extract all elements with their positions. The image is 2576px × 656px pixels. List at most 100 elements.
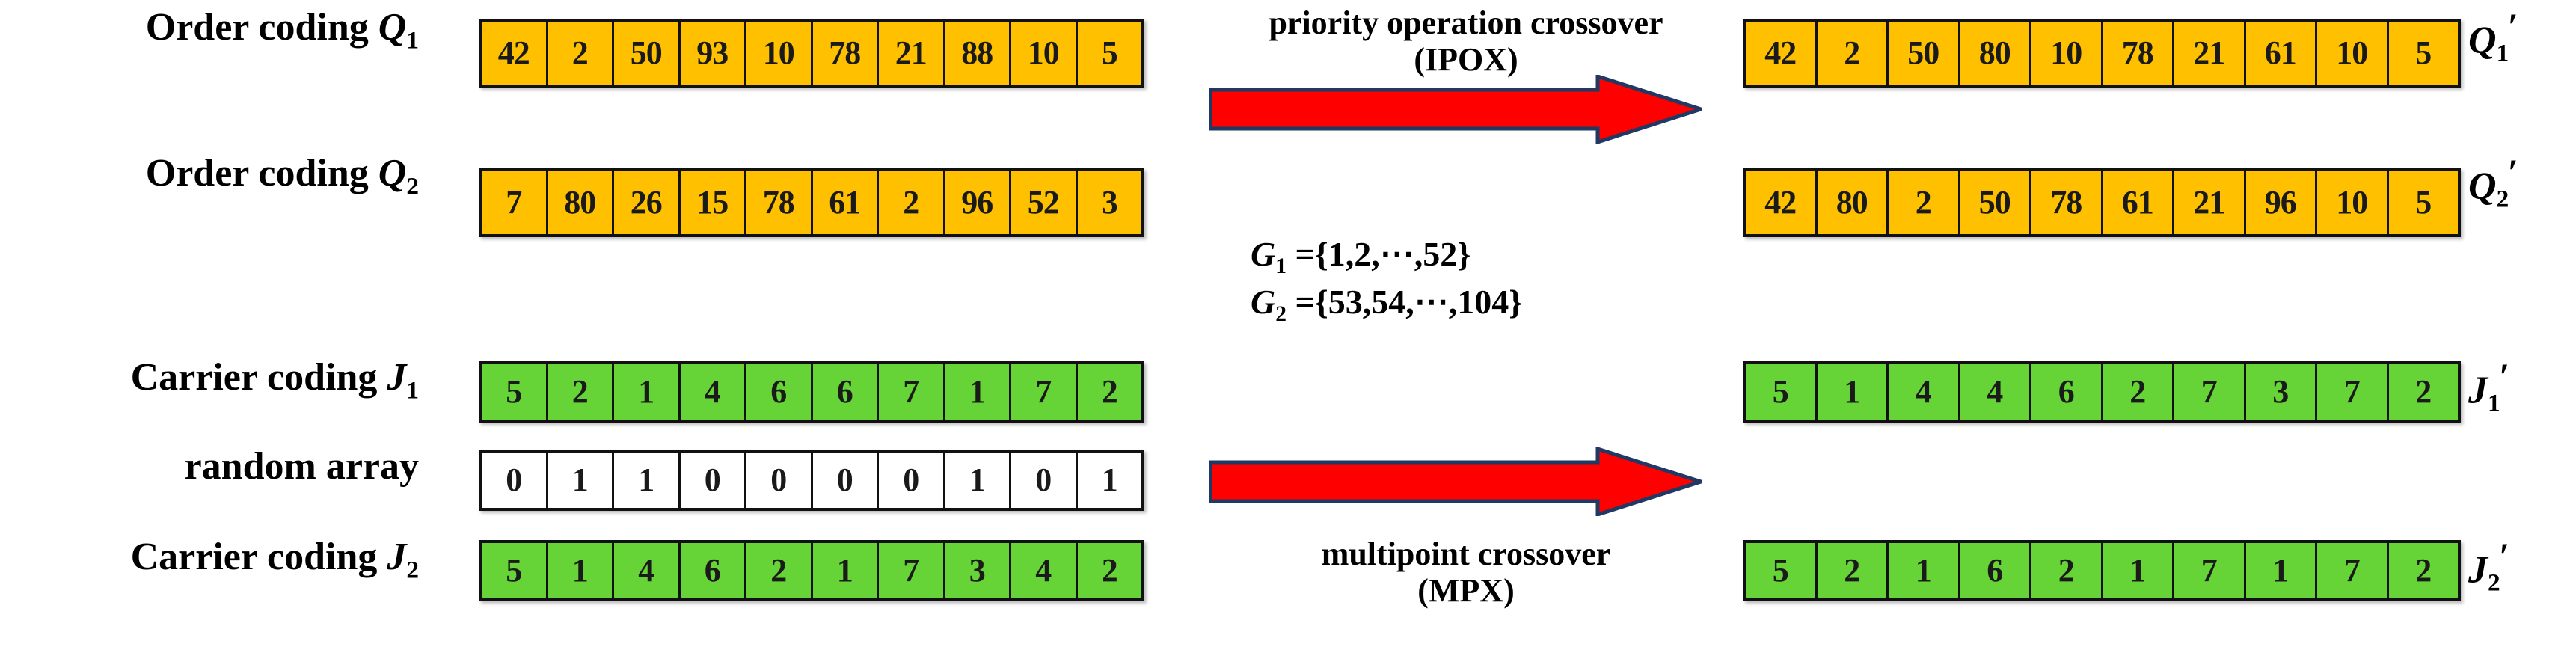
gene-cell: 3 (1077, 171, 1141, 234)
gene-cell: 10 (2317, 171, 2389, 234)
gene-cell: 6 (746, 364, 813, 420)
gene-cell: 21 (2174, 22, 2246, 85)
caption-ipox: priority operation crossover (IPOX) (1167, 4, 1765, 79)
gene-cell: 61 (812, 171, 879, 234)
label-order-coding-q2-subscript: 2 (406, 172, 419, 200)
set-definition-g2-subscript: 2 (1275, 302, 1287, 327)
set-definition-g2-body: ={53,54,⋯,104} (1286, 283, 1523, 321)
set-definition-g1-subscript: 1 (1275, 254, 1287, 279)
gene-cell: 2 (879, 171, 945, 234)
gene-cell: 2 (2103, 364, 2174, 420)
set-definition-g2: G2 ={53,54,⋯,104} (1251, 280, 1522, 328)
gene-cell: 50 (1960, 171, 2031, 234)
gene-cell: 5 (482, 364, 548, 420)
label-carrier-coding-j2-prime: J2′ (2468, 537, 2576, 597)
label-carrier-coding-j1-prime-mark: ′ (2498, 356, 2509, 397)
label-carrier-coding-j2: Carrier coding J2 (15, 536, 419, 584)
set-definition-g1-body: ={1,2,⋯,52} (1286, 235, 1471, 273)
gene-cell: 7 (2317, 364, 2389, 420)
gene-cell: 5 (1746, 364, 1818, 420)
gene-cell: 15 (680, 171, 746, 234)
gene-cell: 6 (2031, 364, 2103, 420)
gene-cell: 80 (1960, 22, 2031, 85)
gene-cell: 1 (614, 364, 681, 420)
label-carrier-coding-j2-subscript: 2 (406, 556, 419, 584)
label-carrier-coding-j2-prime-symbol: J (2468, 548, 2488, 592)
gene-cell: 4 (680, 364, 746, 420)
gene-cell: 7 (2174, 543, 2246, 598)
label-order-coding-q1-text: Order coding (145, 6, 378, 49)
gene-cell: 5 (1746, 543, 1818, 598)
label-carrier-coding-j2-prime-mark: ′ (2498, 536, 2509, 577)
label-carrier-coding-j1-prime-subscript: 1 (2488, 389, 2500, 417)
gene-cell: 50 (1889, 22, 1960, 85)
gene-cell: 5 (482, 543, 548, 598)
label-order-coding-q1-prime: Q1′ (2468, 7, 2576, 67)
gene-cell: 5 (1077, 22, 1141, 85)
gene-cell: 4 (1889, 364, 1960, 420)
gene-cell: 78 (2031, 171, 2103, 234)
gene-cell: 52 (1011, 171, 1078, 234)
gene-cell: 2 (548, 22, 614, 85)
label-random-array: random array (15, 446, 419, 488)
gene-cell: 78 (812, 22, 879, 85)
gene-cell: 6 (812, 364, 879, 420)
label-order-coding-q2-symbol: Q (378, 152, 407, 194)
caption-mpx-line1: multipoint crossover (1321, 536, 1611, 572)
gene-cell: 3 (945, 543, 1011, 598)
label-order-coding-q1-prime-mark: ′ (2507, 6, 2518, 47)
gene-cell: 1 (548, 543, 614, 598)
gene-cell: 2 (1817, 543, 1889, 598)
gene-cell: 61 (2245, 22, 2317, 85)
gene-cell: 0 (879, 453, 945, 508)
gene-cell: 10 (1011, 22, 1078, 85)
gene-cell: 2 (1077, 364, 1141, 420)
gene-cell: 1 (1817, 364, 1889, 420)
gene-cell: 21 (2174, 171, 2246, 234)
gene-cell: 1 (945, 364, 1011, 420)
caption-ipox-line1: priority operation crossover (1269, 4, 1663, 41)
label-carrier-coding-j1: Carrier coding J1 (15, 357, 419, 404)
caption-mpx: multipoint crossover (MPX) (1167, 536, 1765, 610)
mpx-arrow-icon (1209, 447, 1702, 516)
ipox-arrow-icon (1209, 75, 1702, 144)
gene-cell: 2 (1817, 22, 1889, 85)
gene-cell: 0 (680, 453, 746, 508)
gene-cell: 42 (482, 22, 548, 85)
label-order-coding-q1-prime-subscript: 1 (2496, 39, 2509, 67)
gene-cell: 7 (879, 364, 945, 420)
gene-cell: 21 (879, 22, 945, 85)
gene-cell: 0 (812, 453, 879, 508)
gene-cell: 0 (482, 453, 548, 508)
gene-cell: 93 (680, 22, 746, 85)
gene-cell: 1 (2245, 543, 2317, 598)
label-carrier-coding-j1-prime: J1′ (2468, 358, 2576, 417)
gene-cell: 5 (2388, 22, 2458, 85)
label-carrier-coding-j2-prime-subscript: 2 (2488, 568, 2500, 597)
gene-cell: 3 (2245, 364, 2317, 420)
mpx-arrow (1209, 447, 1702, 516)
gene-cell: 42 (1746, 22, 1818, 85)
gene-cell: 6 (1960, 543, 2031, 598)
gene-cell: 50 (614, 22, 681, 85)
gene-cell: 78 (746, 171, 813, 234)
gene-cell: 7 (2174, 364, 2246, 420)
set-definition-g1-symbol: G (1251, 235, 1276, 273)
gene-cell: 4 (1011, 543, 1078, 598)
label-order-coding-q2-prime-symbol: Q (2468, 165, 2497, 208)
gene-cell: 1 (1077, 453, 1141, 508)
label-order-coding-q2-prime: Q2′ (2468, 153, 2576, 213)
gene-cell: 1 (2103, 543, 2174, 598)
gene-cell: 0 (1011, 453, 1078, 508)
gene-cell: 2 (2388, 364, 2458, 420)
gene-cell: 2 (1889, 171, 1960, 234)
label-carrier-coding-j2-symbol: J (387, 536, 407, 578)
gene-cell: 2 (2031, 543, 2103, 598)
gene-cell: 2 (746, 543, 813, 598)
